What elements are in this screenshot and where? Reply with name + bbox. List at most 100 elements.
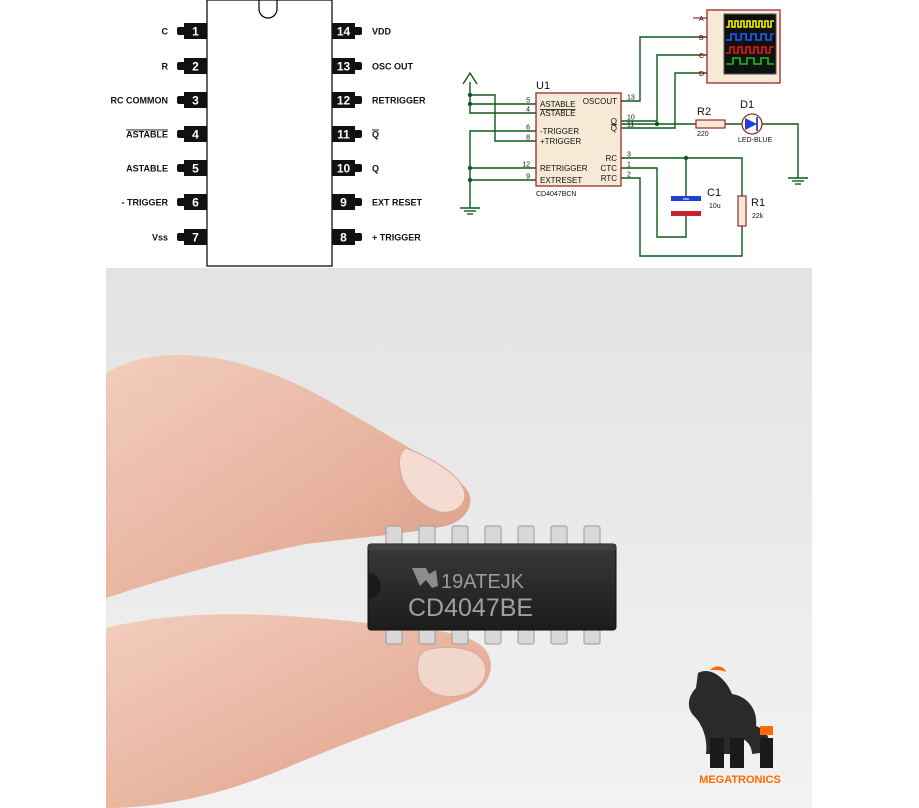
u1-pin-label: EXTRESET [540,176,582,185]
pin-number: 2 [192,60,199,74]
u1-pin-number: 12 [522,162,530,169]
u1-pin-label: RC [605,154,617,163]
u1-pin-label: Q [611,124,617,133]
u1-pin-number: 10 [627,115,635,122]
chip-part-number: CD4047BE [408,594,533,622]
u1-body [535,92,622,187]
capacitor-c1: C1 10u [671,187,721,225]
pin-number: 5 [192,162,199,176]
pin-label: ASTABLE [126,130,168,140]
chip-date-code: 19ATEJK [441,571,525,593]
pin-label: C [162,27,169,37]
logo-m-right [730,738,744,768]
chip-lead [451,525,469,547]
thumbnail [416,646,487,697]
junction-dots [467,92,689,183]
wire-qbar-d [621,72,707,129]
u1-pin-3: 3RC [605,152,631,164]
pin-number: 3 [192,94,199,108]
c1-ref: C1 [707,187,721,199]
warrior-logo-icon [688,670,770,754]
r1-value: 22k [752,213,764,220]
scope-channel-c: C [699,53,704,60]
schematic-diagram [469,36,799,257]
pin-label: RETRIGGER [372,96,426,106]
pin-number: 1 [192,25,199,39]
pin-number: 9 [340,196,347,210]
index-finger [106,354,471,598]
u1-pin-label: OSCOUT [583,97,617,106]
pin-label: OSC OUT [372,62,414,72]
pin-number: 7 [192,231,199,245]
wire-oscout-b [621,36,707,102]
wire-d1-gnd [762,123,799,178]
pin-number: 11 [337,128,350,142]
pin-number: 10 [337,162,351,176]
wire-rtc [621,177,743,257]
pin-label: - TRIGGER [122,198,169,208]
pin-4: 4 ASTABLE [126,126,207,142]
wire-trigger-gnd [469,130,536,208]
pin-number: 12 [337,94,351,108]
megatronics-logo: MEGATRONICS [688,666,781,786]
wire-q-c [621,54,707,122]
pin-label: ASTABLE [126,164,168,174]
chip-lead [385,525,403,547]
u1-pin-label: CTC [601,164,618,173]
pin-label: RC COMMON [111,96,169,106]
u1-ref: U1 [536,80,550,92]
pin-label: Q [372,130,379,140]
scope-trace-3 [726,46,774,54]
scope-trace-2 [726,33,774,41]
pin-12: 12 RETRIGGER [332,92,426,108]
wire-ptrigger [470,94,536,142]
u1-pin-label: -TRIGGER [540,127,579,136]
u1-pin-label: Q [611,117,617,126]
scope-channel-d: D [699,71,704,78]
pin-8: 8 + TRIGGER [332,229,421,245]
u1-pin-number: 8 [526,135,530,142]
pin-5: 5 ASTABLE [126,160,207,176]
chip-lead [484,525,502,547]
pin-number: 8 [340,231,347,245]
chip-notch [368,573,381,599]
pin-14: 14 VDD [332,23,392,39]
resistor-r2: R2 220 [695,106,726,138]
u1-pin-label: ASTABLE [540,109,575,118]
logo-i-dot [760,726,773,735]
led-d1: D1 LED-BLUE [738,99,773,144]
u1-pin-number: 11 [627,122,634,129]
scope-channel-a: A [699,16,704,23]
u1-pin-label: ASTABLE [540,100,575,109]
power-terminal [462,71,478,85]
pin-6: 6- TRIGGER [122,194,207,210]
u1-pin-number: 5 [526,98,530,105]
ic-package-outline [206,0,333,267]
pin-number: 4 [192,128,199,142]
pin-label: R [162,62,169,72]
wire-rc [621,157,743,196]
u1-pin-8: 8+TRIGGER [526,135,581,147]
u1-part: CD4047BCN [536,191,576,198]
d1-ref: D1 [740,99,754,111]
r2-ref: R2 [697,106,711,118]
u1-pin-11: 11 Q [611,122,635,134]
u1-pin-label: RETRIGGER [540,164,588,173]
u1-pin-10: 10 Q [611,115,635,127]
chip-photo: 19ATEJK CD4047BE MEGATRONICS [106,268,812,808]
u1-pin-number: 2 [627,172,631,179]
wire-vdd-astable [469,82,536,114]
pin-number: 14 [337,25,351,39]
d1-value: LED-BLUE [738,137,773,144]
pin-label: Q [372,164,379,174]
pin-label: VDD [372,27,392,37]
pin-label: + TRIGGER [372,233,421,243]
u1-pin-6: 6-TRIGGER [526,125,579,137]
c1-value: 10u [709,203,721,210]
